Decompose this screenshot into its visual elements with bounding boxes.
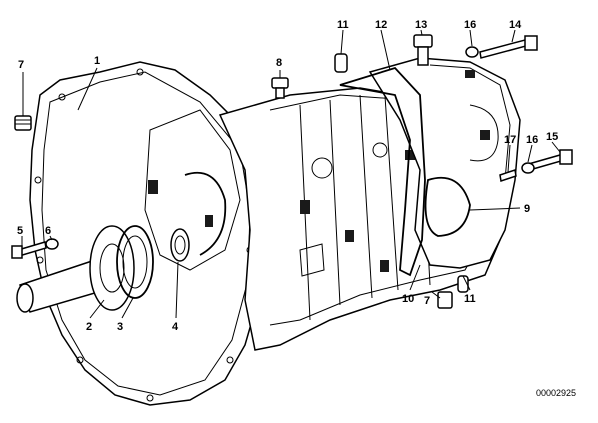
- callout-17: 17: [504, 134, 516, 146]
- oil-filler-cap-top: [271, 77, 289, 99]
- stud-right: [499, 169, 517, 182]
- callout-16-top: 16: [464, 19, 476, 31]
- bolt-left: [11, 241, 47, 259]
- callout-1: 1: [94, 55, 100, 67]
- callout-5: 5: [17, 225, 23, 237]
- callout-10: 10: [402, 293, 414, 305]
- callout-7-bottom: 7: [424, 295, 430, 307]
- input-shaft-assembly: [16, 225, 190, 313]
- bolt-top-right: [479, 35, 538, 59]
- callout-7-left: 7: [18, 59, 24, 71]
- callout-14: 14: [509, 19, 522, 31]
- plug-bottom: [437, 291, 453, 309]
- callout-11-bottom: 11: [464, 293, 476, 305]
- washer-right: [521, 162, 535, 174]
- callout-12: 12: [375, 19, 387, 31]
- callout-13: 13: [415, 19, 427, 31]
- callout-2: 2: [86, 321, 92, 333]
- housing-gasket: [339, 66, 426, 277]
- leader-lines: [21, 29, 561, 319]
- callout-16-right: 16: [526, 134, 538, 146]
- washer-left: [45, 238, 59, 250]
- callout-3: 3: [117, 321, 123, 333]
- callout-11-top: 11: [337, 19, 349, 31]
- washer-top: [465, 46, 479, 58]
- drain-plug-top: [413, 34, 433, 66]
- part-code: 00002925: [536, 388, 576, 398]
- breather-plug-left: [14, 115, 32, 131]
- callout-15: 15: [546, 131, 558, 143]
- callout-6: 6: [45, 225, 51, 237]
- callout-8: 8: [276, 57, 282, 69]
- callout-4: 4: [172, 321, 179, 333]
- callout-9: 9: [524, 203, 530, 215]
- rear-housing: [368, 57, 521, 269]
- dowel-pin-top: [334, 53, 348, 73]
